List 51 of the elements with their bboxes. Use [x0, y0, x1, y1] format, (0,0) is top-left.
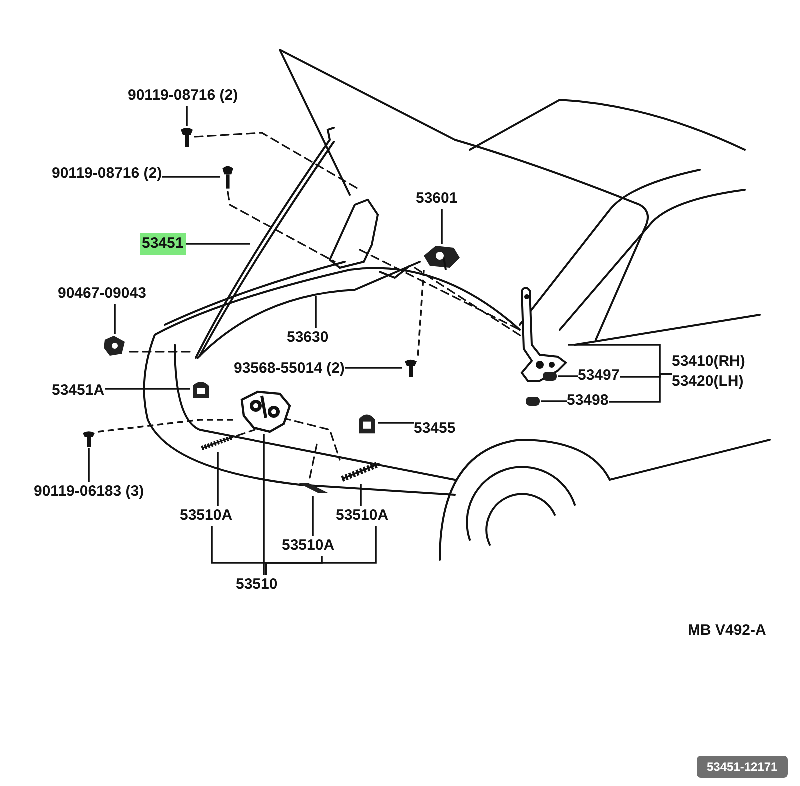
leader-line — [88, 448, 90, 482]
pad-drawing — [296, 480, 330, 496]
part-number: 90119-08716 (2) — [52, 164, 162, 184]
leader-line — [186, 243, 250, 245]
leader-line — [315, 296, 317, 328]
part-number: 93568-55014 (2) — [234, 359, 345, 379]
part-number: 90119-06183 (3) — [34, 482, 144, 502]
part-number: 53451A — [52, 381, 105, 401]
leader-line — [312, 496, 314, 536]
part-number: 53510A — [336, 506, 389, 526]
hinge-drawing — [518, 285, 568, 385]
leader-line — [162, 176, 220, 178]
leader-line — [558, 376, 578, 378]
leader-line — [378, 422, 414, 424]
spring-drawing — [200, 434, 236, 452]
leader-line — [345, 367, 402, 369]
part-number: 53601 — [416, 189, 458, 209]
part-number-badge: 53451-12171 — [697, 756, 788, 778]
leader-line — [541, 400, 567, 402]
leader-line — [217, 452, 219, 506]
part-number: 53498 — [567, 391, 609, 411]
clip-drawing — [102, 334, 128, 358]
leader-line — [114, 304, 116, 334]
part-number: 90467-09043 — [58, 284, 146, 304]
bolt-drawing — [402, 358, 420, 378]
bolt-drawing — [220, 164, 236, 190]
leader-line — [360, 484, 362, 506]
bolt-drawing — [80, 430, 98, 448]
part-number: 90119-08716 (2) — [128, 86, 238, 106]
leader-line — [265, 526, 377, 575]
dashed-assembly-line — [98, 419, 236, 433]
part-number: 53510A — [180, 506, 233, 526]
leader-line — [263, 434, 265, 575]
bumper-drawing — [525, 396, 541, 407]
bracket-drawing — [422, 244, 462, 270]
part-number: 53410(RH) 53420(LH) — [672, 352, 746, 392]
part-number: 53497 — [578, 366, 620, 386]
spring-drawing — [340, 460, 382, 484]
part-number: 53510A — [282, 536, 335, 556]
part-number: 53510 — [236, 575, 278, 595]
leader-line — [105, 388, 190, 390]
bolt-drawing — [178, 126, 196, 148]
part-number: 53455 — [414, 419, 456, 439]
leader-line — [609, 373, 672, 403]
part-number: 53630 — [287, 328, 329, 348]
leader-line — [186, 106, 188, 126]
dashed-assembly-line — [417, 270, 425, 358]
drawing-code: MB V492-A — [688, 622, 766, 639]
bumper-drawing — [542, 371, 558, 382]
part-number: 53451 — [140, 233, 186, 255]
leader-line — [441, 209, 443, 244]
